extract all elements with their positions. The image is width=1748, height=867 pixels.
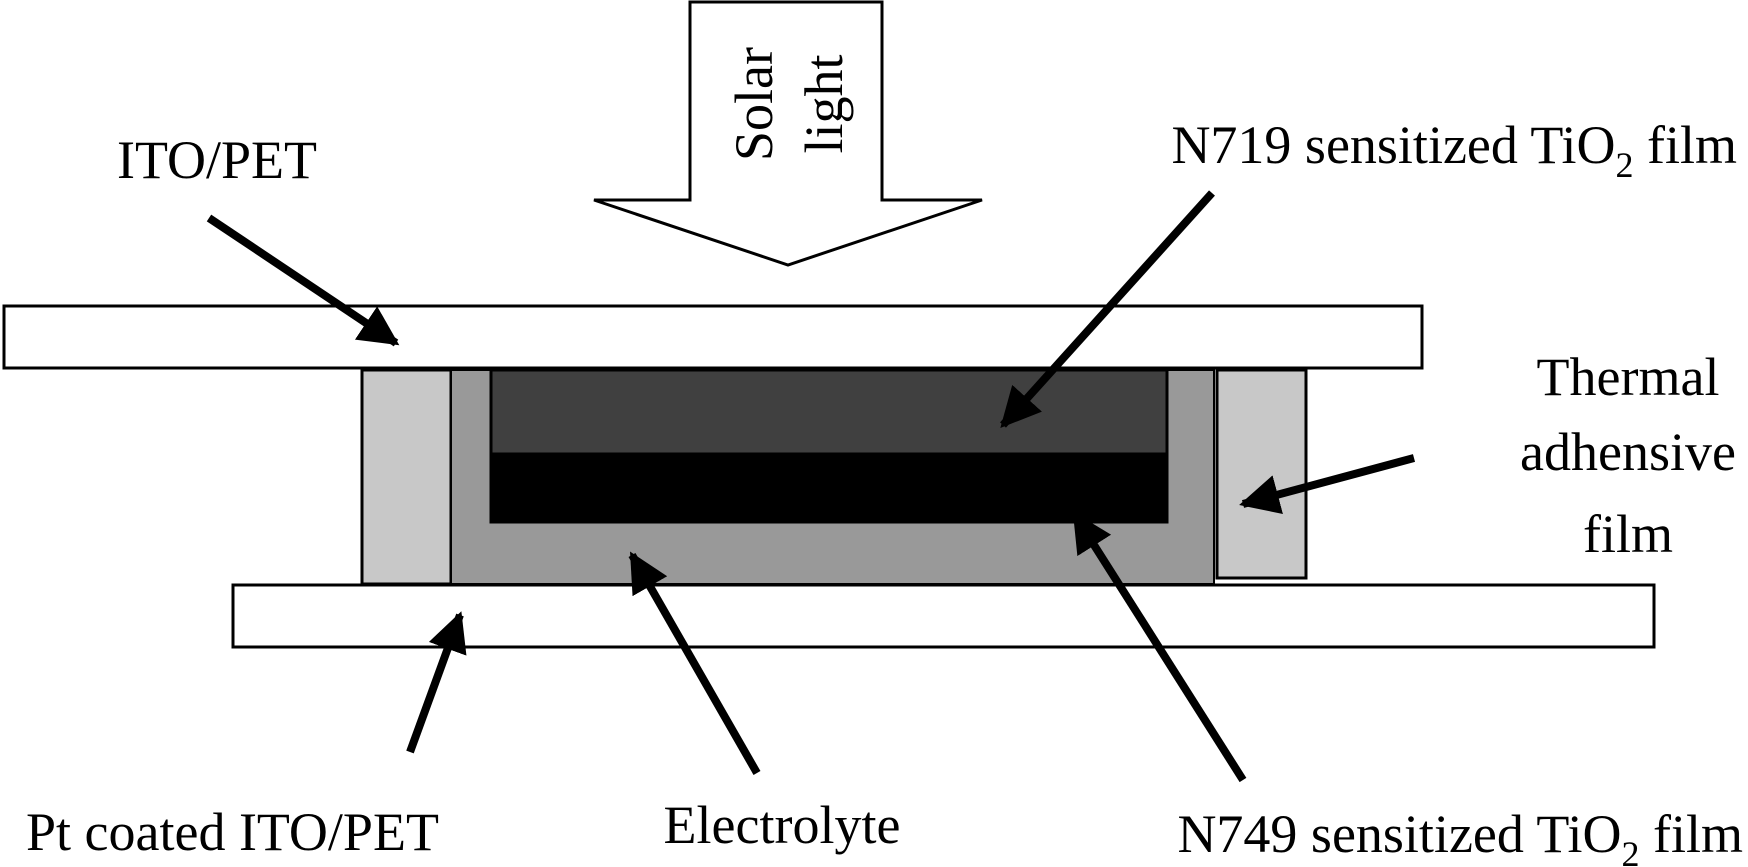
n719-film	[489, 368, 1169, 456]
n749-pointer-arrow	[1071, 511, 1247, 783]
electrolyte-label: Electrolyte	[664, 795, 901, 855]
thermal-adhesive-pointer-arrow	[1239, 454, 1416, 514]
n719-label: N719 sensitized TiO2 film	[1171, 115, 1737, 185]
n719-pointer-arrow	[1000, 190, 1215, 428]
pt-ito-pet-pointer-arrow	[406, 611, 467, 754]
n749-label: N749 sensitized TiO2 film	[1177, 804, 1743, 867]
adhensive-label: adhensive	[1520, 422, 1736, 482]
bottom-substrate-pt-ito-pet	[231, 583, 1656, 649]
n749-film	[489, 452, 1169, 524]
electrolyte-pointer-arrow	[628, 551, 761, 775]
light-label: light	[794, 54, 854, 153]
pt-coated-ito-pet-label: Pt coated ITO/PET	[26, 802, 439, 862]
thermal-label: Thermal	[1537, 347, 1720, 407]
top-substrate-ito-pet	[2, 304, 1424, 370]
film-label: film	[1583, 504, 1673, 564]
ito-pet-label: ITO/PET	[117, 130, 317, 190]
ito-pet-pointer-arrow	[206, 214, 400, 347]
solar-light-arrow	[593, 0, 983, 267]
right-adhesive-film	[1215, 368, 1308, 580]
solar-label: Solar	[724, 47, 784, 161]
left-adhesive-film	[360, 368, 453, 586]
